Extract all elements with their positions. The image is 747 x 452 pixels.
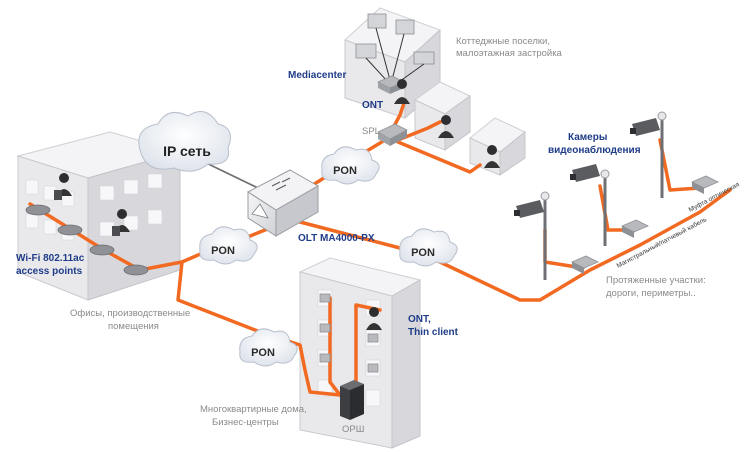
apartments-label-line1: Многоквартирные дома, [200,404,307,415]
ip-network-label: IP сеть [163,143,211,159]
spl-label: SPL [362,126,380,137]
apartments-label-line2: Бизнес-центры [212,417,279,428]
cottage-user-middle [438,115,454,138]
ont-thin-label-line2: Thin client [408,327,459,338]
wifi-label-line1: Wi-Fi 802.11ac [16,253,85,264]
pon-label-bottom: PON [251,347,275,359]
cottage-user-right [484,145,500,168]
office-user-1 [54,173,72,200]
ip-network-cloud: IP сеть [138,111,231,172]
extended-label-line1: Протяженные участки: [606,275,706,286]
ip-network-link [199,159,259,189]
cameras-label-line2: видеонаблюдения [548,144,641,156]
ont-thin-label-line1: ONT, [408,314,431,325]
pon-label-top: PON [333,165,357,177]
cottage-user-main [394,79,410,104]
wifi-access-points [25,204,149,276]
olt-device [247,169,320,237]
apartment-building [298,257,422,449]
olt-label: OLT MA4000-PX [298,233,375,244]
cameras-label-line1: Камеры [568,132,607,143]
pon-label-right: PON [411,247,435,259]
camera-icon-1 [514,200,544,218]
orsh-label: ОРШ [342,424,364,435]
office-user-2 [112,209,130,236]
cottages-label-line2: малоэтажная застройка [456,48,563,59]
pon-cloud-left: PON [199,226,258,265]
splice-box-3 [691,175,719,194]
offices-label-line1: Офисы, производственные [70,308,190,319]
spl-splitter [377,123,408,146]
fiber-spl-to-right-house [396,140,482,174]
ont-top-label: ONT [362,100,383,111]
camera-icon-3 [630,118,660,136]
wifi-label-line2: access points [16,266,83,277]
fiber-spl-to-middle-house [396,120,442,142]
pon-cloud-top: PON [321,146,380,185]
cottages-label-line1: Коттеджные поселки, [456,36,550,47]
cottage-computers [355,13,435,85]
orsh-cabinet [340,380,364,420]
pon-label-left: PON [211,245,235,257]
extended-label-line2: дороги, периметры.. [606,288,696,299]
pon-cloud-bottom: PON [239,328,298,367]
pon-cloud-right: PON [399,228,458,267]
camera-pole-3 [657,111,667,198]
apartment-user [366,307,382,330]
splice-box-2 [621,219,649,238]
offices-label-line2: помещения [108,321,159,332]
camera-pole-2 [600,169,610,246]
fiber-olt-to-apartment [176,260,342,397]
splice-box-1 [571,255,599,274]
camera-pole-1 [540,191,550,280]
camera-icon-2 [570,164,600,182]
mediacenter-label: Mediacenter [288,70,346,81]
apartment-onts [319,293,379,373]
